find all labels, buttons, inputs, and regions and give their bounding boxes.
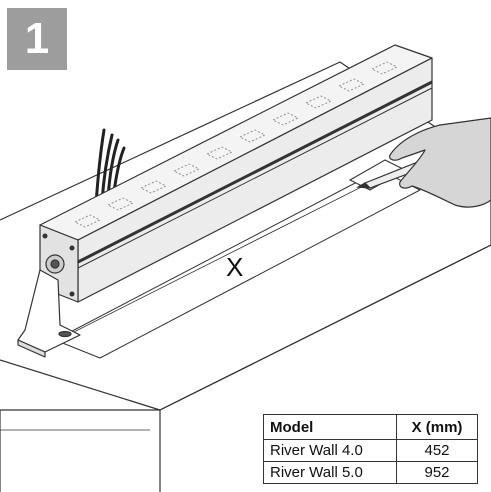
led-bar-fixture <box>39 44 433 303</box>
model-cell: River Wall 5.0 <box>263 461 397 484</box>
model-cell: River Wall 4.0 <box>263 439 397 462</box>
dimension-x-label: X <box>226 252 244 282</box>
mounting-template-outline <box>54 169 421 359</box>
table-row: River Wall 5.0 952 <box>263 461 478 484</box>
x-value-cell: 452 <box>396 439 478 462</box>
mounting-bracket <box>17 269 81 358</box>
table-header-row: Model X (mm) <box>263 414 478 440</box>
wall-edge <box>0 244 491 492</box>
table-header-x: X (mm) <box>396 414 478 440</box>
table-header-model: Model <box>263 414 397 440</box>
model-dimension-table: Model X (mm) River Wall 4.0 452 River Wa… <box>263 414 478 484</box>
table-row: River Wall 4.0 452 <box>263 439 478 462</box>
hand-icon <box>389 117 491 208</box>
x-value-cell: 952 <box>396 461 478 484</box>
step-number-badge: 1 <box>7 8 67 70</box>
